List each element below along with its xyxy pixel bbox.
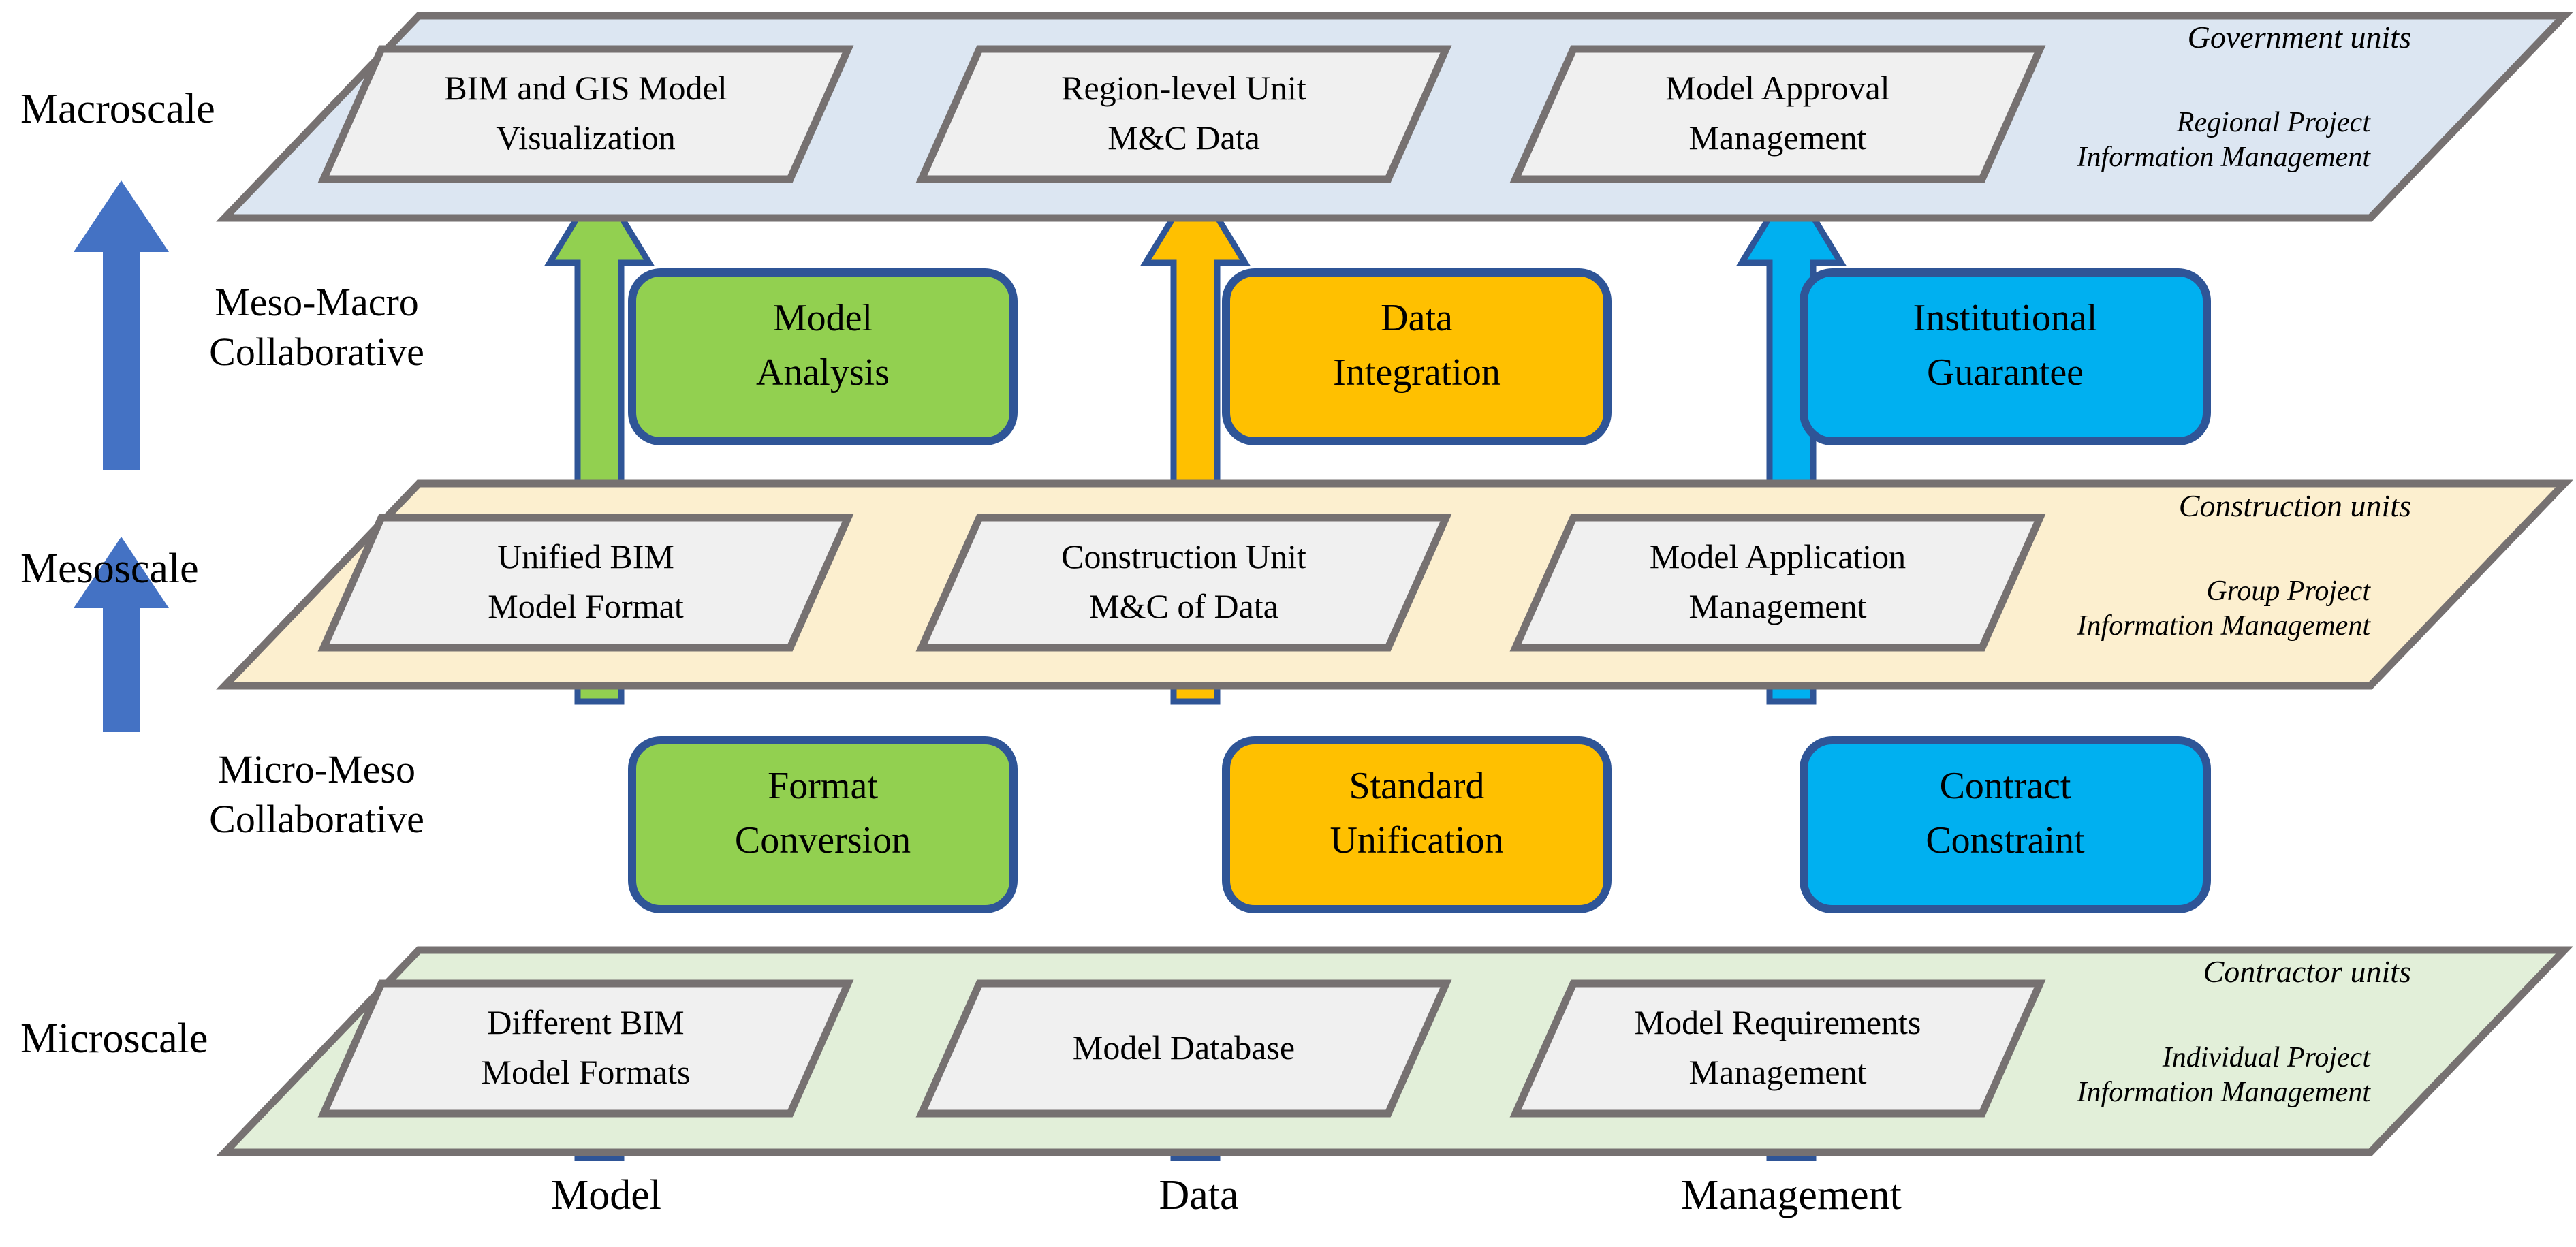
chip-data-integration-line2: Integration bbox=[1333, 351, 1501, 394]
chip-model-analysis-label: Model Analysis bbox=[632, 291, 1014, 400]
chip-contract-constraint-label: Contract Constraint bbox=[1804, 759, 2207, 868]
card-model-application-management-line1: Model Application bbox=[1649, 537, 1906, 575]
mesoscale-scope-line2: Information Management bbox=[2077, 610, 2370, 642]
card-different-bim-model-formats-line1: Different BIM bbox=[487, 1003, 685, 1041]
chip-standard-unification[interactable] bbox=[1222, 736, 1612, 913]
chip-format-conversion-line2: Conversion bbox=[734, 819, 911, 862]
column-label-data: Data bbox=[1159, 1172, 1239, 1218]
scale-label-microscale: Microscale bbox=[20, 1015, 208, 1062]
collaboration-label-micro-meso-line2: Collaborative bbox=[209, 796, 424, 841]
card-region-level-mc-data-line2: M&C Data bbox=[1108, 118, 1260, 157]
card-region-level-mc-data-label: Region-level Unit M&C Data bbox=[952, 63, 1415, 162]
collaboration-label-micro-meso: Micro-Meso Collaborative bbox=[174, 745, 460, 844]
card-model-requirements-management-shape bbox=[1509, 979, 2046, 1118]
arrow-meso-to-macro bbox=[74, 180, 169, 470]
card-model-requirements-management-line1: Model Requirements bbox=[1634, 1003, 1921, 1041]
macroscale-unit-label: Government units bbox=[2187, 20, 2411, 54]
chip-format-conversion-label: Format Conversion bbox=[632, 759, 1014, 868]
chip-standard-unification-line2: Unification bbox=[1330, 819, 1504, 862]
card-bim-gis-visualization-line2: Visualization bbox=[496, 118, 676, 157]
chip-data-integration-label: Data Integration bbox=[1226, 291, 1607, 400]
card-construction-unit-mc-of-data-line2: M&C of Data bbox=[1089, 586, 1278, 625]
arrow-model-meso-macro bbox=[544, 175, 655, 705]
card-model-database-line1: Model Database bbox=[1072, 1028, 1295, 1067]
chip-contract-constraint-line1: Contract bbox=[1939, 765, 2071, 807]
chip-format-conversion[interactable] bbox=[628, 736, 1018, 913]
chip-standard-unification-line1: Standard bbox=[1349, 765, 1485, 807]
chip-format-conversion-line1: Format bbox=[768, 765, 878, 807]
chip-model-analysis-line1: Model bbox=[772, 297, 873, 339]
card-model-approval-management-label: Model Approval Management bbox=[1546, 63, 2009, 162]
card-different-bim-model-formats-label: Different BIM Model Formats bbox=[354, 998, 817, 1096]
macroscale-layer bbox=[216, 12, 2573, 222]
arrow-micro-to-meso bbox=[74, 537, 169, 732]
chip-institutional-guarantee[interactable] bbox=[1800, 268, 2211, 445]
chip-institutional-guarantee-line2: Guarantee bbox=[1926, 351, 2084, 394]
mesoscale-scope-label: Group Project Information Management bbox=[1934, 574, 2370, 644]
arrow-data-meso-macro bbox=[1140, 175, 1251, 705]
card-unified-bim-model-format-line2: Model Format bbox=[488, 586, 684, 625]
chip-contract-constraint-line2: Constraint bbox=[1926, 819, 2085, 862]
mesoscale-layer bbox=[216, 479, 2573, 690]
card-model-approval-management-line1: Model Approval bbox=[1665, 69, 1890, 107]
microscale-scope-line2: Information Management bbox=[2077, 1077, 2370, 1109]
card-model-approval-management-shape bbox=[1509, 45, 2046, 183]
card-different-bim-model-formats-shape bbox=[317, 979, 854, 1118]
card-bim-gis-visualization-shape bbox=[317, 45, 854, 183]
card-different-bim-model-formats-line2: Model Formats bbox=[481, 1052, 691, 1091]
collaboration-label-meso-macro-line2: Collaborative bbox=[209, 329, 424, 374]
card-bim-gis-visualization-line1: BIM and GIS Model bbox=[444, 69, 727, 107]
card-unified-bim-model-format-line1: Unified BIM bbox=[497, 537, 674, 575]
column-label-management: Management bbox=[1681, 1172, 1902, 1218]
card-construction-unit-mc-of-data-shape bbox=[915, 514, 1452, 652]
macroscale-scope-label: Regional Project Information Management bbox=[1934, 106, 2370, 175]
macroscale-scope-line1: Regional Project bbox=[2176, 107, 2370, 138]
scale-label-mesoscale: Mesoscale bbox=[20, 546, 199, 592]
card-construction-unit-mc-of-data-label: Construction Unit M&C of Data bbox=[952, 532, 1415, 631]
card-region-level-mc-data-shape bbox=[915, 45, 1452, 183]
card-unified-bim-model-format-label: Unified BIM Model Format bbox=[354, 532, 817, 631]
card-model-requirements-management-line2: Management bbox=[1688, 1052, 1867, 1091]
chip-data-integration-line1: Data bbox=[1381, 297, 1453, 339]
chip-model-analysis[interactable] bbox=[628, 268, 1018, 445]
microscale-scope-line1: Individual Project bbox=[2162, 1042, 2370, 1073]
collaboration-label-meso-macro-line1: Meso-Macro bbox=[215, 280, 419, 324]
collaboration-label-meso-macro: Meso-Macro Collaborative bbox=[174, 278, 460, 377]
collaboration-label-micro-meso-line1: Micro-Meso bbox=[218, 747, 415, 791]
chip-data-integration[interactable] bbox=[1222, 268, 1612, 445]
card-model-database-label: Model Database bbox=[952, 1023, 1415, 1073]
chip-standard-unification-label: Standard Unification bbox=[1226, 759, 1607, 868]
microscale-unit-label: Contractor units bbox=[2203, 954, 2411, 989]
card-region-level-mc-data-line1: Region-level Unit bbox=[1061, 69, 1306, 107]
chip-contract-constraint[interactable] bbox=[1800, 736, 2211, 913]
chip-institutional-guarantee-label: Institutional Guarantee bbox=[1804, 291, 2207, 400]
card-model-application-management-shape bbox=[1509, 514, 2046, 652]
card-construction-unit-mc-of-data-line1: Construction Unit bbox=[1061, 537, 1306, 575]
card-model-application-management-line2: Management bbox=[1688, 586, 1867, 625]
chip-institutional-guarantee-line1: Institutional bbox=[1913, 297, 2098, 339]
card-bim-gis-visualization-label: BIM and GIS Model Visualization bbox=[354, 63, 817, 162]
microscale-layer bbox=[216, 946, 2573, 1156]
chip-model-analysis-line2: Analysis bbox=[756, 351, 890, 394]
column-label-model: Model bbox=[551, 1172, 661, 1218]
card-model-database-shape bbox=[915, 979, 1452, 1118]
scale-label-macroscale: Macroscale bbox=[20, 86, 215, 132]
macroscale-scope-line2: Information Management bbox=[2077, 142, 2370, 174]
card-model-application-management-label: Model Application Management bbox=[1546, 532, 2009, 631]
card-unified-bim-model-format-shape bbox=[317, 514, 854, 652]
arrow-management-meso-macro bbox=[1735, 175, 1847, 705]
card-model-approval-management-line2: Management bbox=[1688, 118, 1867, 157]
mesoscale-unit-label: Construction units bbox=[2178, 488, 2411, 523]
microscale-scope-label: Individual Project Information Managemen… bbox=[1934, 1041, 2370, 1110]
mesoscale-scope-line1: Group Project bbox=[2206, 575, 2370, 607]
card-model-requirements-management-label: Model Requirements Management bbox=[1546, 998, 2009, 1096]
